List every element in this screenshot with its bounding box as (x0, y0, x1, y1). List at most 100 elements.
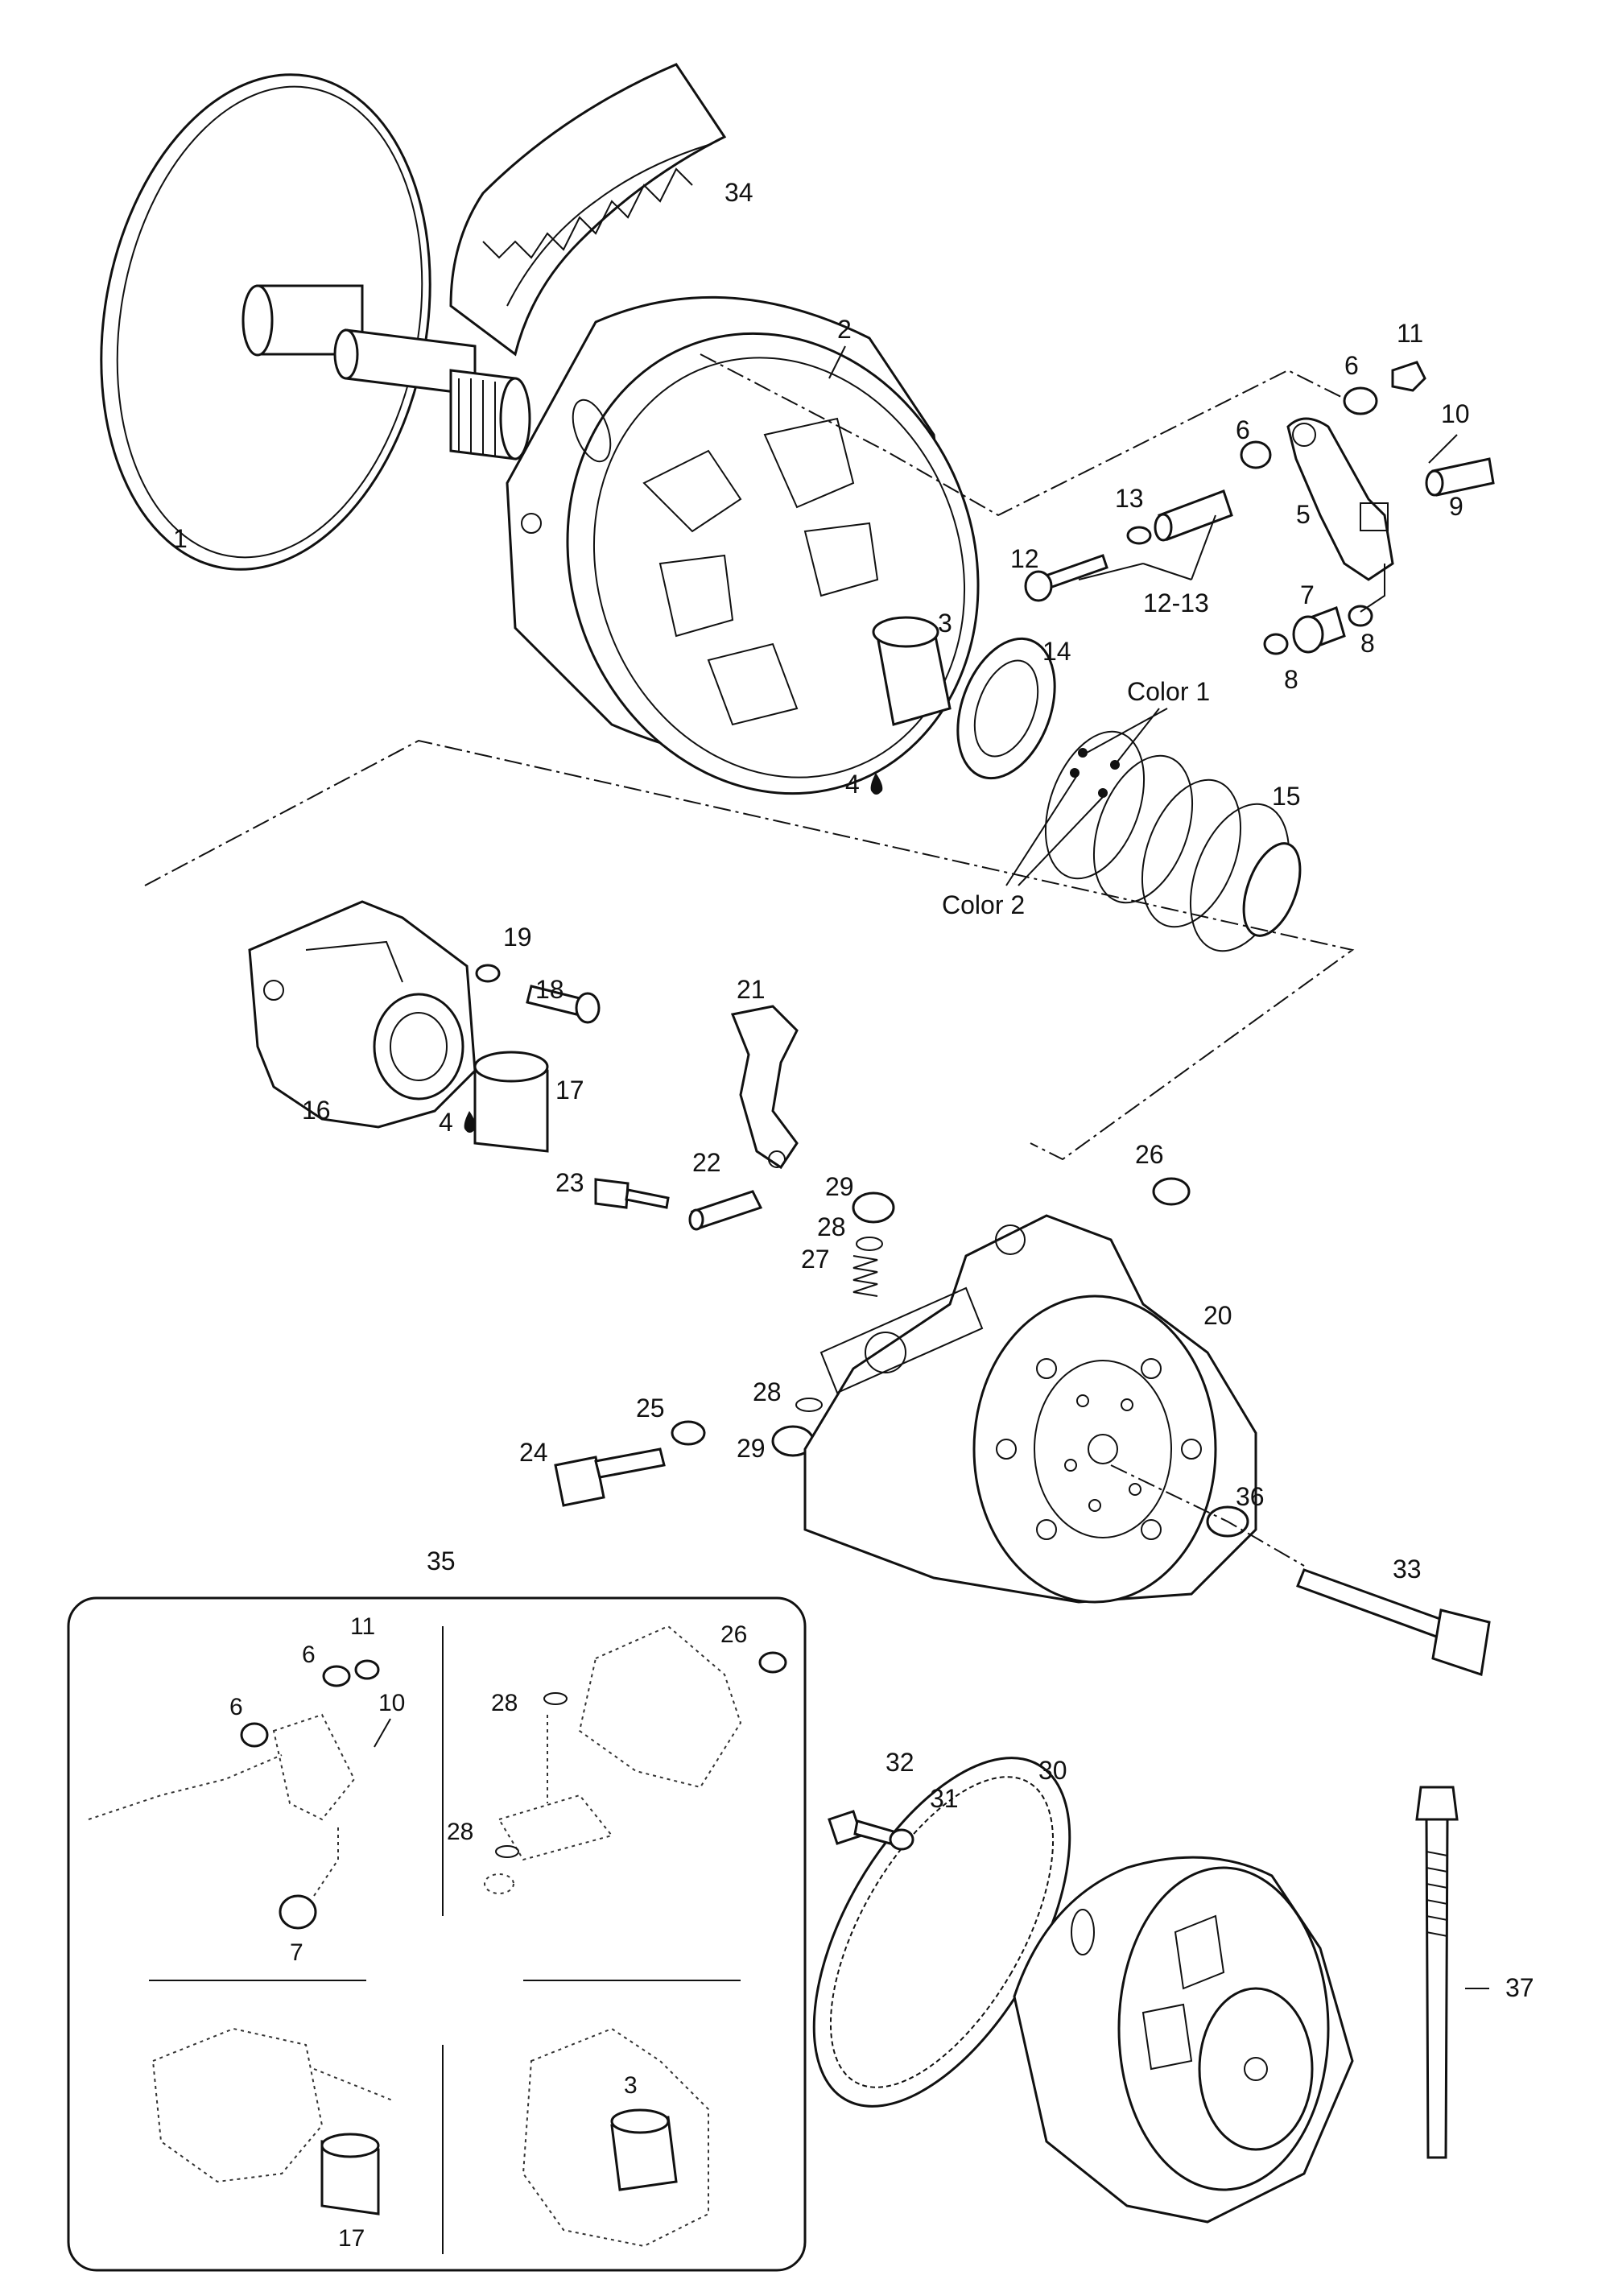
callout-14: 14 (1042, 637, 1071, 666)
callout-25: 25 (636, 1394, 665, 1423)
callout-1: 1 (173, 524, 188, 553)
bushing-6b (1240, 440, 1272, 469)
inset-callout-11: 11 (350, 1613, 375, 1640)
washer-25 (671, 1420, 706, 1446)
callout-4a: 4 (845, 770, 860, 799)
nut-26 (1152, 1177, 1191, 1206)
inset-damper-detail (484, 1625, 787, 1894)
callout-8a: 8 (1284, 665, 1298, 694)
bolt-33 (1296, 1568, 1491, 1676)
callout-27: 27 (801, 1245, 830, 1274)
governor-cup-20 (803, 1214, 1257, 1604)
callout-21: 21 (737, 975, 766, 1004)
callout-6b: 6 (1236, 415, 1250, 444)
o-ring-28a (856, 1237, 883, 1251)
pin-9 (1425, 457, 1495, 497)
cam-arm (1286, 417, 1394, 581)
callout-12-13: 12-13 (1143, 588, 1209, 617)
washer-19 (475, 964, 501, 983)
drive-belt (449, 63, 727, 357)
callout-3: 3 (938, 609, 952, 638)
pin-22 (688, 1190, 763, 1231)
callout-28b: 28 (753, 1377, 782, 1406)
inset-callout-28a: 28 (491, 1690, 518, 1716)
lubricant-mark-4b: 4 (439, 1108, 477, 1137)
callout-36: 36 (1236, 1482, 1265, 1511)
bolt-24 (554, 1447, 666, 1507)
inset-callout-6b: 6 (229, 1694, 243, 1720)
callout-22: 22 (692, 1148, 721, 1177)
callout-20: 20 (1203, 1301, 1232, 1330)
callout-29a: 29 (825, 1172, 854, 1201)
callout-4b: 4 (439, 1108, 453, 1137)
callout-9: 9 (1449, 492, 1463, 521)
inset-sheave-detail (522, 2027, 709, 2248)
callout-35: 35 (427, 1546, 456, 1575)
cap-29a (852, 1191, 895, 1224)
label-color-2: Color 2 (942, 890, 1025, 919)
callout-2: 2 (837, 315, 852, 344)
assembly-outline-middle (144, 739, 1355, 1161)
bolt-12 (1024, 554, 1108, 602)
callout-23: 23 (555, 1168, 584, 1197)
inset-callout-17: 17 (338, 2225, 365, 2252)
callout-11: 11 (1397, 319, 1423, 348)
assembly-outline-upper (700, 353, 1369, 517)
screw-32 (828, 1810, 895, 1845)
callout-37: 37 (1505, 1973, 1534, 2002)
callout-34: 34 (724, 178, 753, 207)
callout-32: 32 (886, 1748, 914, 1777)
callout-33: 33 (1393, 1555, 1422, 1584)
inset-panel: 11 6 6 10 7 26 28 28 17 (67, 1596, 807, 2272)
lever-21 (730, 1005, 799, 1170)
callout-15: 15 (1272, 782, 1301, 811)
inset-callout-3: 3 (624, 2072, 638, 2099)
assembled-clutch (1013, 1856, 1354, 2224)
callout-28a: 28 (817, 1212, 846, 1241)
shaft-13 (1154, 489, 1233, 542)
bushing-17 (473, 1051, 549, 1153)
callout-12: 12 (1010, 544, 1039, 573)
callout-13: 13 (1115, 484, 1144, 513)
cotter-pin-10 (1428, 434, 1458, 464)
spring-27 (852, 1255, 878, 1297)
axis-line-lower (1110, 1464, 1305, 1567)
oil-drop-icon (870, 773, 883, 795)
callout-10: 10 (1441, 399, 1470, 428)
inset-callout-7: 7 (290, 1939, 303, 1966)
washer-14 (956, 637, 1056, 780)
puller-bolt-37 (1415, 1786, 1459, 2159)
inset-callout-6a: 6 (302, 1641, 316, 1668)
leader-12-13 (1078, 514, 1216, 580)
bolt-23 (594, 1178, 670, 1209)
movable-sheave (506, 295, 980, 795)
washer-8a (1263, 633, 1289, 655)
o-ring-28b (795, 1398, 823, 1412)
nut-11 (1391, 361, 1426, 392)
label-color-1: Color 1 (1127, 677, 1210, 706)
oil-drop-icon (464, 1111, 477, 1133)
inset-callout-28b: 28 (447, 1819, 473, 1845)
roller-7 (1292, 606, 1346, 654)
callout-30: 30 (1038, 1756, 1067, 1785)
callout-29b: 29 (737, 1434, 766, 1463)
bushing-6a (1343, 386, 1378, 415)
callout-31: 31 (930, 1784, 959, 1813)
callout-5: 5 (1296, 500, 1311, 529)
spider-16 (248, 900, 477, 1129)
callout-8b: 8 (1360, 629, 1375, 658)
spring-15 (1044, 730, 1302, 952)
screw-18 (526, 985, 601, 1024)
inset-callout-10: 10 (378, 1690, 405, 1716)
washer-31 (889, 1828, 914, 1851)
washer-13 (1126, 526, 1152, 545)
callout-24: 24 (519, 1438, 548, 1467)
callout-6a: 6 (1344, 351, 1359, 380)
fixed-sheave (100, 73, 531, 571)
leader-color-1 (1086, 708, 1168, 766)
callout-26: 26 (1135, 1140, 1164, 1169)
callout-17: 17 (555, 1076, 584, 1105)
leader-color-2 (1005, 772, 1104, 886)
leader-2 (828, 345, 846, 379)
